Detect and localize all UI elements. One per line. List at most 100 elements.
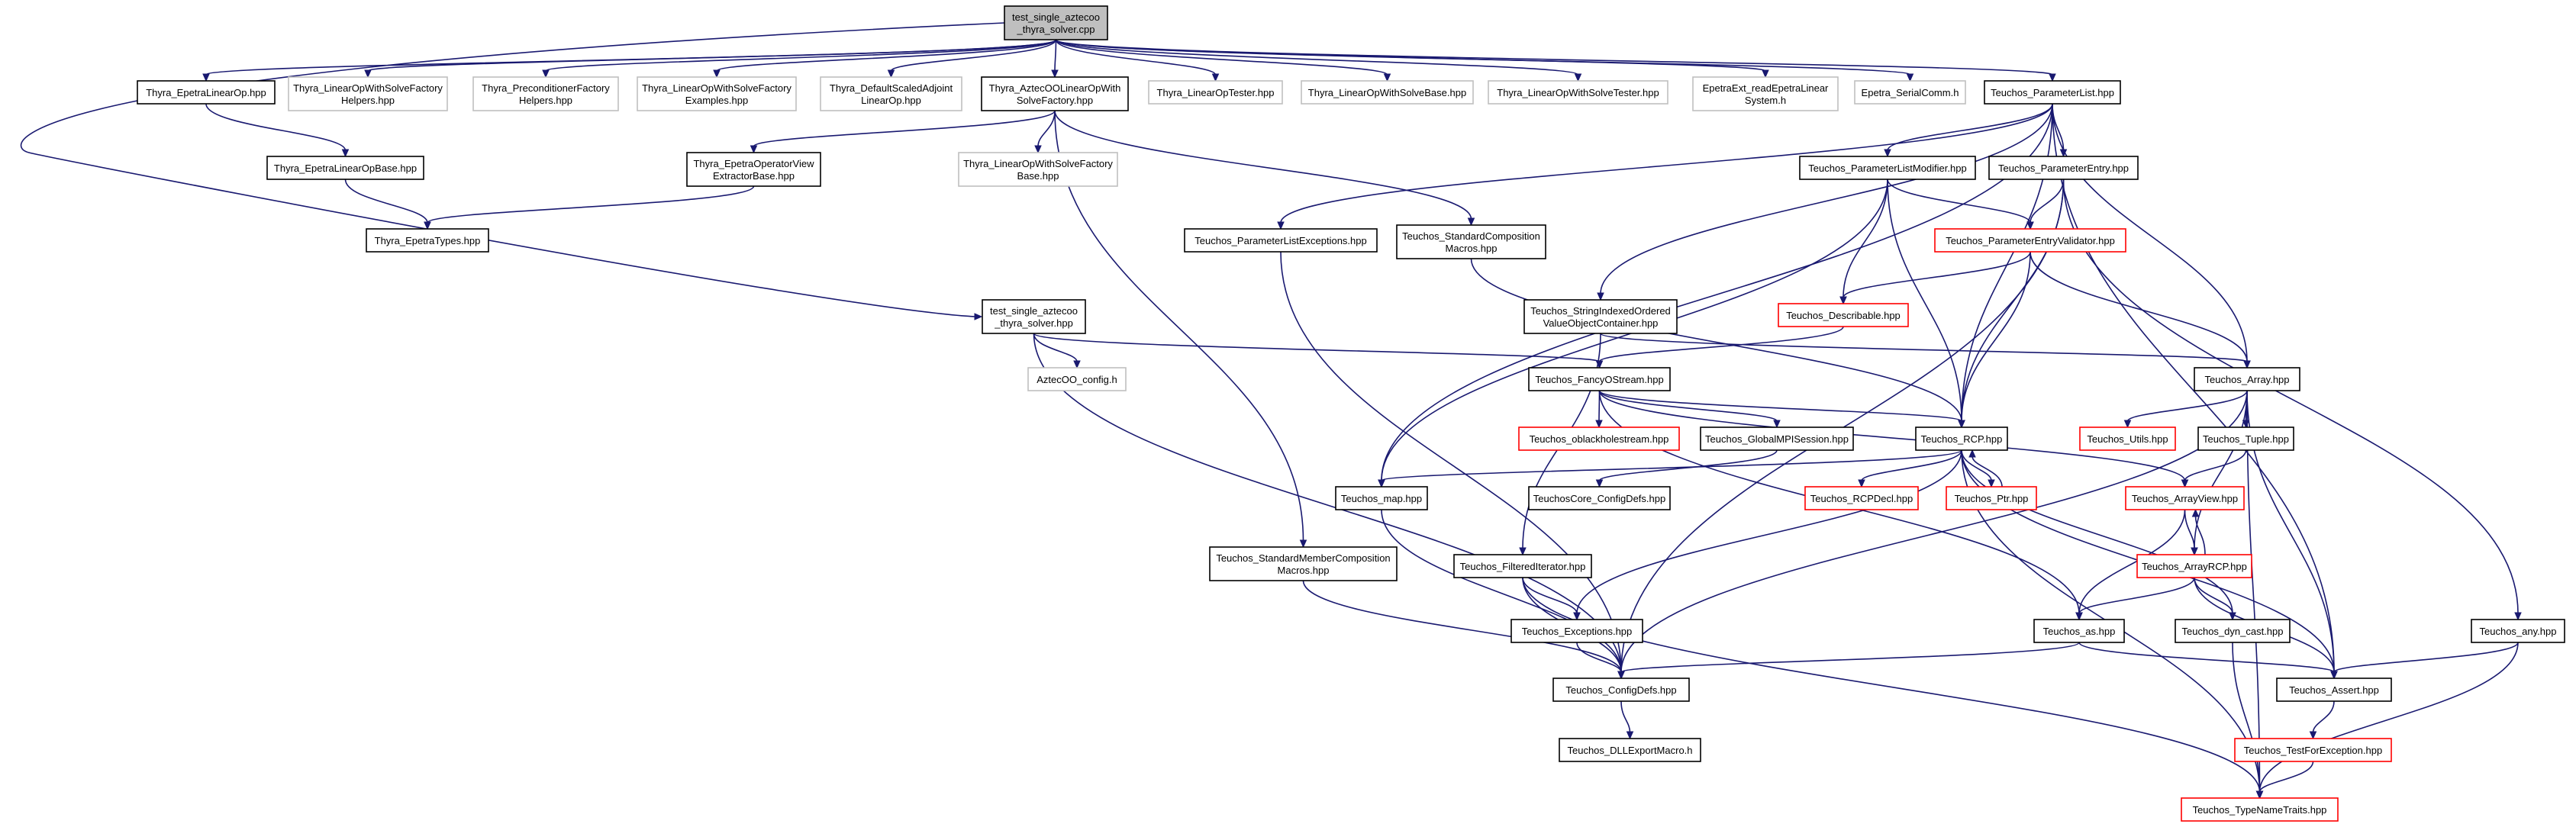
edge-8 (1055, 39, 1582, 82)
node-epetra-serialcomm[interactable]: Epetra_SerialComm.h (1854, 80, 1966, 105)
node-teuchos-rcp[interactable]: Teuchos_RCP.hpp (1915, 426, 2008, 451)
node-label: Teuchos_TypeNameTraits.hpp (2193, 804, 2327, 816)
edge-arrowhead (1573, 612, 1581, 621)
edge-arrowhead (1034, 145, 1042, 154)
edge-line (1033, 333, 1622, 673)
edge-line (2184, 449, 2247, 481)
node-box (1209, 546, 1398, 581)
node-teuchos-plmodifier[interactable]: Teuchos_ParameterListModifier.hpp (1799, 156, 1976, 180)
edge-line (344, 179, 428, 224)
node-thyra-lowsf-examples[interactable]: Thyra_LinearOpWithSolveFactoryExamples.h… (637, 76, 797, 111)
node-thyra-epetralinearopbase[interactable]: Thyra_EpetraLinearOpBase.hpp (266, 156, 424, 180)
node-teuchos-any[interactable]: Teuchos_any.hpp (2471, 619, 2565, 643)
node-teuchos-oblackhole[interactable]: Teuchos_oblackholestream.hpp (1518, 426, 1680, 451)
edge-2 (542, 39, 1057, 79)
node-root[interactable]: test_single_aztecoo_thyra_solver.cpp (1004, 5, 1108, 40)
node-thyra-lows-tester[interactable]: Thyra_LinearOpWithSolveTester.hpp (1488, 80, 1668, 105)
node-teuchos-pevalidator[interactable]: Teuchos_ParameterEntryValidator.hpp (1934, 228, 2126, 253)
edge-71 (2075, 577, 2195, 621)
node-aztecoo-config[interactable]: AztecOO_config.h (1027, 367, 1127, 391)
node-teuchos-as[interactable]: Teuchos_as.hpp (2033, 619, 2125, 643)
edge-34 (2062, 179, 2522, 621)
node-box (1148, 80, 1283, 105)
node-label: Helpers.hpp (519, 95, 572, 106)
edge-arrowhead (1519, 547, 1527, 556)
node-teuchos-arrayrcp[interactable]: Teuchos_ArrayRCP.hpp (2136, 554, 2252, 578)
node-teuchos-dllexport[interactable]: Teuchos_DLLExportMacro.h (1559, 738, 1701, 762)
node-box (1559, 738, 1701, 762)
node-teuchos-arrayview[interactable]: Teuchos_ArrayView.hpp (2125, 486, 2245, 510)
node-teuchos-dyncast[interactable]: Teuchos_dyn_cast.hpp (2175, 619, 2291, 643)
node-label: Helpers.hpp (341, 95, 395, 106)
node-teuchos-plexceptions[interactable]: Teuchos_ParameterListExceptions.hpp (1184, 228, 1378, 253)
node-label: Teuchos_oblackholestream.hpp (1530, 433, 1669, 445)
edge-52 (1595, 449, 1778, 488)
edge-line (1887, 179, 1962, 422)
node-teuchos-fancyostream[interactable]: Teuchos_FancyOStream.hpp (1528, 367, 1671, 391)
edge-line (2312, 700, 2335, 733)
node-teuchos-tuple[interactable]: Teuchos_Tuple.hpp (2197, 426, 2294, 451)
node-thyra-aztecoo-lowsf[interactable]: Thyra_AztecOOLinearOpWithSolveFactory.hp… (981, 76, 1129, 111)
edge-32 (2026, 179, 2065, 230)
node-box (1184, 228, 1378, 253)
node-label: Thyra_DefaultScaledAdjoint (830, 82, 953, 94)
node-box (637, 76, 797, 111)
node-teuchos-testforexception[interactable]: Teuchos_TestForException.hpp (2234, 738, 2392, 762)
node-thyra-epetratypes[interactable]: Thyra_EpetraTypes.hpp (366, 228, 489, 253)
node-label: Teuchos_dyn_cast.hpp (2182, 626, 2284, 637)
edge-line (1620, 642, 2080, 673)
node-teuchos-configdefs[interactable]: Teuchos_ConfigDefs.hpp (1552, 678, 1690, 702)
edge-line (2078, 577, 2195, 614)
node-box (1027, 367, 1127, 391)
node-thyra-lowsf-helpers[interactable]: Thyra_LinearOpWithSolveFactoryHelpers.hp… (288, 76, 448, 111)
node-teuchos-typenametraits[interactable]: Teuchos_TypeNameTraits.hpp (2181, 797, 2339, 822)
node-label: Thyra_PreconditionerFactory (482, 82, 610, 94)
edge-arrowhead (2123, 420, 2132, 429)
node-box (2175, 619, 2291, 643)
node-thyra-lows-base[interactable]: Thyra_LinearOpWithSolveBase.hpp (1301, 80, 1474, 105)
node-label: Teuchos_Assert.hpp (2289, 684, 2379, 696)
node-teuchos-parameterlist[interactable]: Teuchos_ParameterList.hpp (1984, 80, 2121, 105)
node-test-single-hpp[interactable]: test_single_aztecoo_thyra_solver.hpp (982, 299, 1086, 334)
edge-line (1961, 251, 2031, 422)
node-teuchos-parameterentry[interactable]: Teuchos_ParameterEntry.hpp (1988, 156, 2139, 180)
node-teuchoscore-configdefs[interactable]: TeuchosCore_ConfigDefs.hpp (1528, 486, 1671, 510)
node-teuchos-exceptions[interactable]: Teuchos_Exceptions.hpp (1510, 619, 1643, 643)
edge-line (2052, 103, 2335, 673)
node-teuchos-array[interactable]: Teuchos_Array.hpp (2194, 367, 2300, 391)
node-label: _thyra_solver.cpp (1017, 24, 1095, 35)
node-thyra-epetralinearop[interactable]: Thyra_EpetraLinearOp.hpp (137, 80, 276, 105)
edge-arrowhead (1595, 360, 1604, 369)
node-thyra-linearoptester[interactable]: Thyra_LinearOpTester.hpp (1148, 80, 1283, 105)
edge-arrowhead (1574, 73, 1582, 82)
edge-55 (1378, 449, 1962, 488)
node-teuchos-map[interactable]: Teuchos_map.hpp (1335, 486, 1428, 510)
node-box (1510, 619, 1643, 643)
node-teuchos-filterediterator[interactable]: Teuchos_FilteredIterator.hpp (1453, 554, 1592, 578)
node-teuchos-utils[interactable]: Teuchos_Utils.hpp (2079, 426, 2176, 451)
node-label: Thyra_EpetraLinearOpBase.hpp (274, 163, 417, 174)
node-teuchos-assert[interactable]: Teuchos_Assert.hpp (2276, 678, 2392, 702)
node-teuchos-globalmpi[interactable]: Teuchos_GlobalMPISession.hpp (1700, 426, 1854, 451)
node-label: ValueObjectContainer.hpp (1543, 317, 1659, 329)
edge-79 (1576, 642, 1625, 680)
node-box (1692, 76, 1839, 111)
node-teuchos-stdmembercomp[interactable]: Teuchos_StandardMemberCompositionMacros.… (1209, 546, 1398, 581)
node-label: _thyra_solver.hpp (994, 317, 1073, 329)
edge-line (2333, 642, 2519, 673)
node-box (1335, 486, 1428, 510)
node-teuchos-describable[interactable]: Teuchos_Describable.hpp (1778, 303, 1909, 327)
node-teuchos-ptr[interactable]: Teuchos_Ptr.hpp (1946, 486, 2037, 510)
node-thyra-epetraoperatorview[interactable]: Thyra_EpetraOperatorViewExtractorBase.hp… (686, 152, 821, 187)
node-box (1453, 554, 1592, 578)
edge-arrowhead (1839, 296, 1847, 305)
node-box (1004, 5, 1108, 40)
node-teuchos-rcpdecl[interactable]: Teuchos_RCPDecl.hpp (1804, 486, 1919, 510)
node-box (2471, 619, 2565, 643)
node-teuchos-stringindexed[interactable]: Teuchos_StringIndexedOrderedValueObjectC… (1523, 299, 1678, 334)
